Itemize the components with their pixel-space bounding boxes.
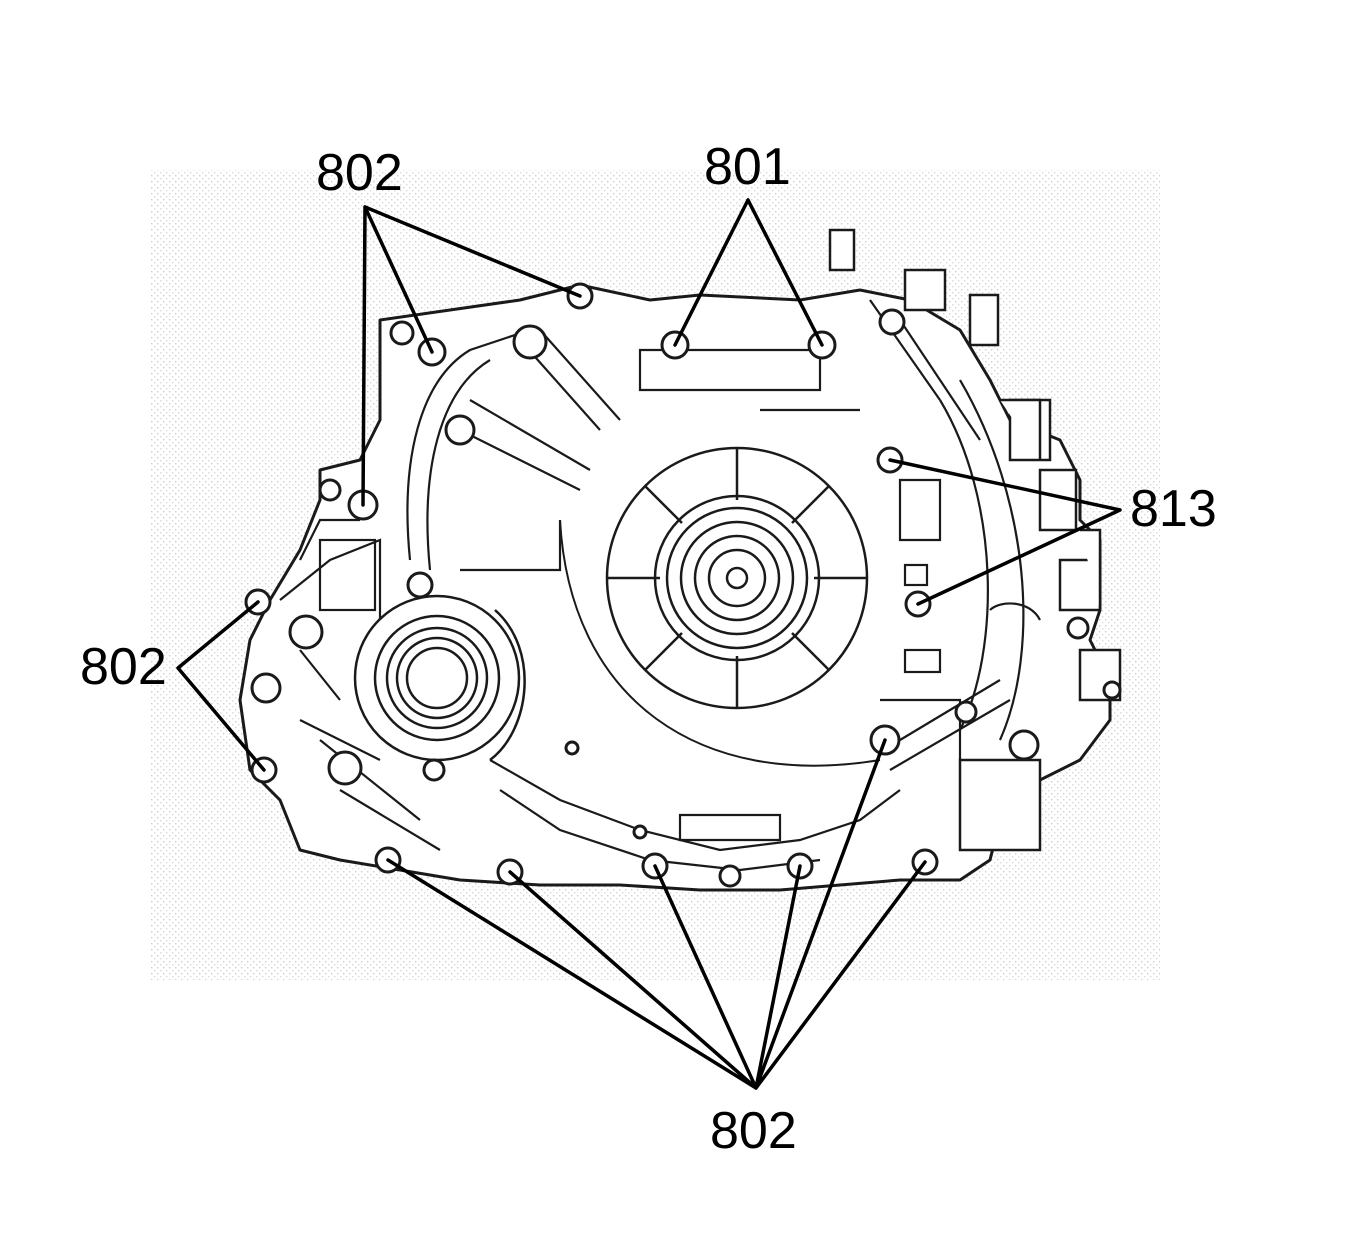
leader-802-top-left: [361, 205, 582, 507]
leader-802-bottom: [386, 738, 927, 1090]
valve-body-assembly: [828, 228, 1122, 852]
callout-802-left: 802: [80, 638, 167, 696]
leader-801-top: [673, 198, 824, 347]
leader-813-right: [888, 458, 1122, 606]
callout-801-top: 801: [704, 138, 791, 196]
leader-802-left: [176, 600, 266, 772]
callout-802-bottom: 802: [710, 1102, 797, 1160]
leader-lines: [176, 198, 1122, 1090]
input-shaft-bore: [559, 446, 881, 767]
callout-labels: 802 801 813 802 802: [80, 138, 1217, 1160]
callout-813-right: 813: [1130, 480, 1217, 538]
callout-802-top-left: 802: [316, 144, 403, 202]
